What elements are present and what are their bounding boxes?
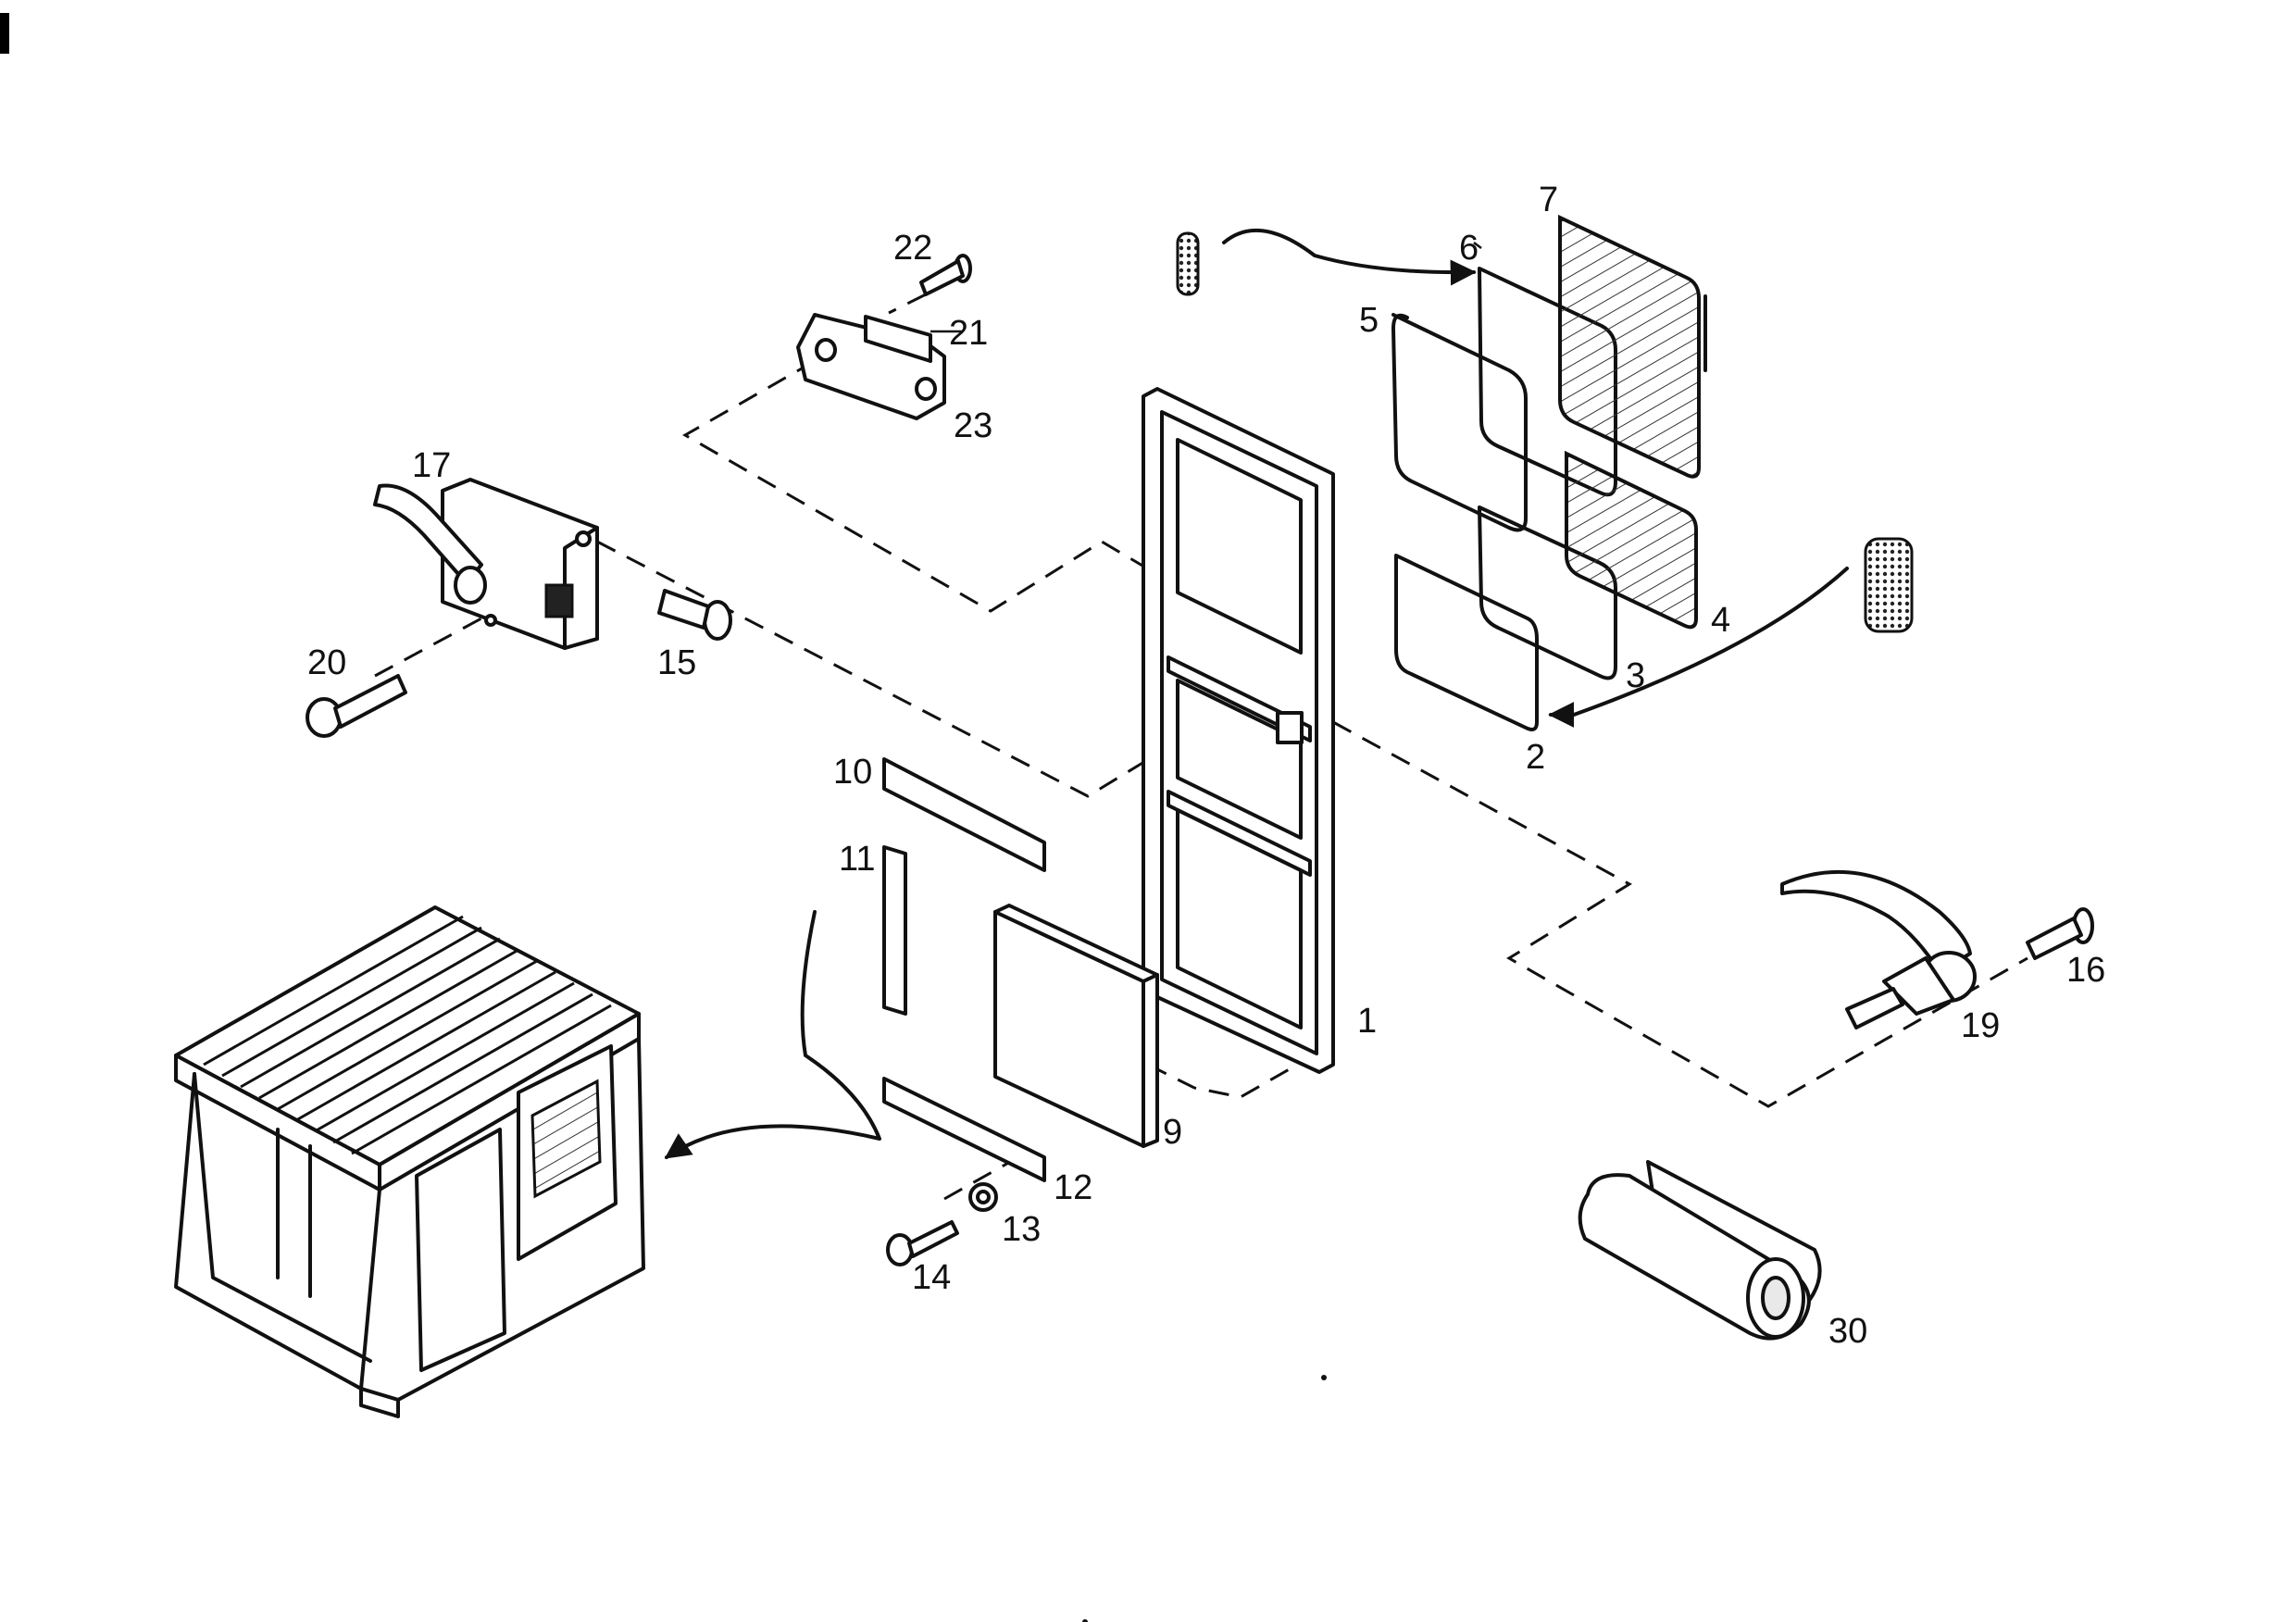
registration-mark [0, 13, 9, 54]
striker-assembly [796, 254, 972, 420]
callout-12: 12 [1054, 1168, 1092, 1207]
callout-labels: 1 2 3 4 5 6 7 9 10 11 12 13 14 15 16 17 … [307, 181, 2105, 1351]
frame-latch-plate [1276, 711, 1304, 744]
callout-30: 30 [1828, 1312, 1867, 1351]
callout-2: 2 [1526, 738, 1545, 777]
screw-16 [2026, 907, 2094, 960]
sealant-tube-top-icon [1176, 229, 1477, 296]
callout-14: 14 [912, 1258, 951, 1297]
screw-14 [886, 1220, 959, 1266]
callout-21: 21 [949, 314, 988, 353]
callout-7: 7 [1539, 181, 1558, 219]
outer-handle-19 [1780, 869, 1977, 1029]
cab-callout-arrow [664, 910, 881, 1159]
speck [1082, 1619, 1088, 1622]
seal-upper-5 [1391, 313, 1528, 532]
tape-roll-30 [1578, 1160, 1822, 1341]
speck [1321, 1375, 1327, 1380]
leader-lines [930, 242, 1482, 333]
callout-19: 19 [1961, 1006, 2000, 1045]
callout-23: 23 [954, 406, 992, 445]
callout-15: 15 [657, 643, 696, 682]
screw-15 [657, 589, 732, 641]
callout-17: 17 [412, 446, 451, 485]
callout-10: 10 [833, 753, 872, 792]
glass-lower-4 [1565, 450, 1698, 630]
strip-side-11 [882, 845, 907, 1016]
lock-17 [373, 478, 599, 650]
callout-6: 6 [1459, 229, 1479, 268]
washer-13 [968, 1182, 998, 1212]
striker-21 [864, 315, 932, 363]
strips [882, 757, 1046, 1182]
glass-and-seals [1391, 214, 1707, 731]
lock-knob [454, 566, 487, 605]
callout-11: 11 [839, 840, 875, 879]
seal-lower-2 [1394, 554, 1539, 731]
callout-22: 22 [893, 229, 932, 268]
panel-9 [993, 904, 1159, 1148]
door-frame [1142, 387, 1335, 1074]
strip-bottom-12 [882, 1077, 1046, 1182]
callout-3: 3 [1626, 656, 1645, 695]
callout-9: 9 [1163, 1113, 1182, 1152]
callout-4: 4 [1711, 601, 1730, 640]
callout-13: 13 [1002, 1210, 1041, 1249]
sealant-tube-right-icon [1548, 537, 1914, 728]
callout-20: 20 [307, 643, 346, 682]
strip-top-10 [882, 757, 1046, 872]
cab-overview-icon [174, 905, 645, 1418]
callout-5: 5 [1359, 301, 1379, 340]
callout-16: 16 [2066, 951, 2105, 990]
screw-22 [919, 254, 972, 296]
cab-side-glass [530, 1079, 602, 1199]
screw-20 [306, 674, 407, 738]
callout-1: 1 [1357, 1002, 1377, 1041]
glass-upper-7 [1558, 214, 1701, 479]
